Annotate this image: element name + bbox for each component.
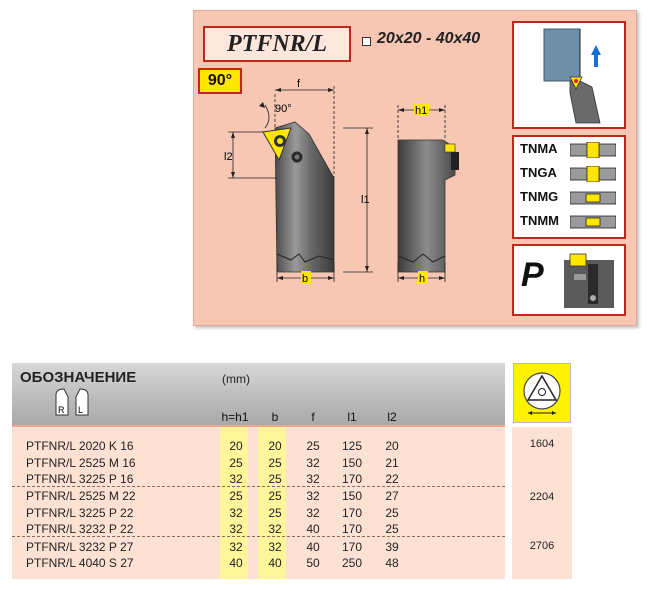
col-head-l2: l2 [387,410,397,424]
insert-profile-icon [570,215,616,229]
highlight-col-h [220,427,248,579]
dim-h1-label: h1 [415,105,427,117]
table-row: PTFNR/L 4040 S 27 40 40 50 250 48 [26,556,399,570]
table-unit: (mm) [222,372,250,386]
dim-l2-label: l2 [224,151,233,163]
table-row: PTFNR/L 2020 K 16 20 20 25 125 20 [26,439,399,453]
insert-profile-icon [570,166,616,182]
group-separator [12,486,505,487]
highlight-col-b [258,427,286,579]
insert-column [512,427,572,579]
table-row: PTFNR/L 3225 P 22 32 25 32 170 25 [26,506,399,520]
dim-f-label: f [297,78,301,90]
insert-item-tnma: TNMA [518,139,618,159]
insert-tnga-label: TNGA [520,165,557,180]
table-row: PTFNR/L 2525 M 16 25 25 32 150 21 [26,456,399,470]
triangle-insert-icon [523,372,561,415]
hand-rl-icon: R L [55,388,89,416]
clamp-system-box: P [512,244,626,316]
insert-header [513,363,571,423]
insert-tnmg-label: TNMG [520,189,559,204]
dim-b-label: b [302,273,308,285]
table-header [12,363,505,427]
square-shank-icon [362,37,371,46]
lever-clamp-icon [564,253,614,308]
col-head-f: f [311,410,315,424]
insert-code: 2204 [529,491,555,503]
size-range: 20x20 - 40x40 [377,30,481,47]
insert-tnma-label: TNMA [520,141,558,156]
insert-tnmm-label: TNMM [520,213,559,228]
insert-item-tnga: TNGA [518,163,618,183]
insert-profile-icon [570,142,616,158]
table-row: PTFNR/L 2525 M 22 25 25 32 150 27 [26,489,399,503]
angle-badge: 90° [198,68,242,94]
table-title: ОБОЗНАЧЕНИЕ [20,369,137,386]
holder-side-view [397,139,459,273]
facing-operation-icon [543,28,601,124]
col-head-l1: l1 [347,410,357,424]
insert-profile-icon [570,191,616,205]
table-row: PTFNR/L 3232 P 27 32 32 40 170 39 [26,540,399,554]
table-row: PTFNR/L 3232 P 22 32 32 40 170 25 [26,522,399,536]
insert-code: 2706 [529,540,555,552]
table-row: PTFNR/L 3225 P 16 32 25 32 170 22 [26,472,399,486]
clamp-system-letter: P [521,256,544,294]
dim-angle-label: 90° [275,103,292,115]
insert-item-tnmg: TNMG [518,187,618,207]
hand-r-label: R [58,405,65,415]
col-head-h: h=h1 [221,410,249,424]
dim-h-label: h [419,273,425,285]
tool-drawing: f 90° l2 l1 b h1 h [224,78,459,285]
holder-front-view [262,121,335,273]
col-head-b: b [271,410,279,424]
hand-l-label: L [78,405,83,415]
product-title: PTFNR/L [203,26,351,62]
dim-l1-label: l1 [361,194,370,206]
insert-code: 1604 [529,438,555,450]
insert-item-tnmm: TNMM [518,211,618,231]
group-separator [12,536,505,537]
operation-illustration [512,21,626,129]
